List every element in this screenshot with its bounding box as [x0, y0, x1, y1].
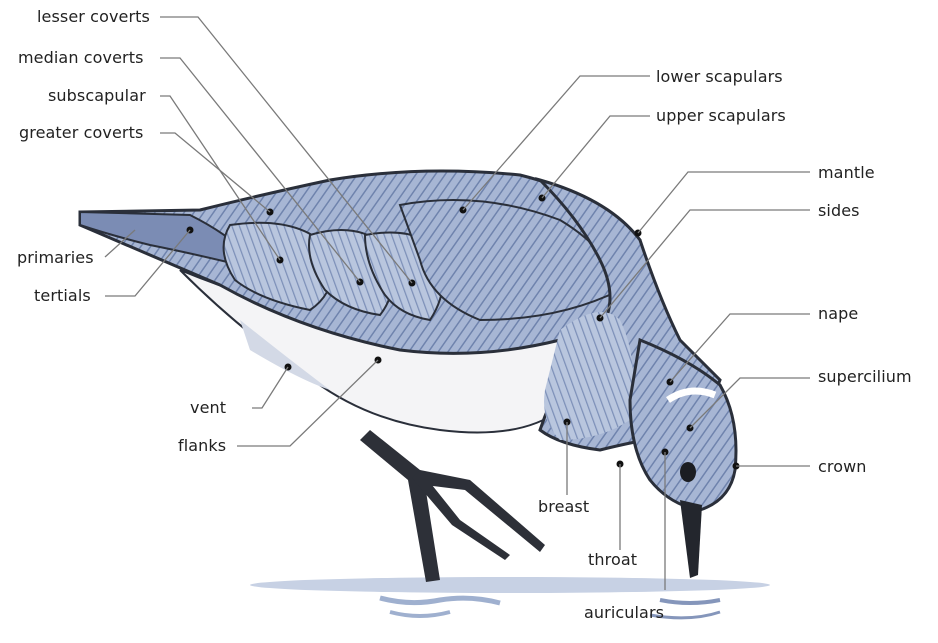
- label-auriculars: auriculars: [584, 604, 664, 622]
- label-lesser-coverts: lesser coverts: [37, 8, 150, 26]
- label-throat: throat: [588, 551, 637, 569]
- head: [630, 340, 736, 510]
- label-nape: nape: [818, 305, 858, 323]
- label-flanks: flanks: [178, 437, 226, 455]
- label-median-coverts: median coverts: [18, 49, 144, 67]
- label-tertials: tertials: [34, 287, 91, 305]
- label-sides: sides: [818, 202, 860, 220]
- legs: [360, 430, 545, 582]
- label-mantle: mantle: [818, 164, 875, 182]
- water-surface: [250, 577, 770, 618]
- label-lower-scapulars: lower scapulars: [656, 68, 783, 86]
- label-primaries: primaries: [17, 249, 94, 267]
- eye: [680, 462, 696, 482]
- label-subscapular: subscapular: [48, 87, 146, 105]
- label-vent: vent: [190, 399, 226, 417]
- label-breast: breast: [538, 498, 589, 516]
- label-supercilium: supercilium: [818, 368, 912, 386]
- label-crown: crown: [818, 458, 867, 476]
- label-upper-scapulars: upper scapulars: [656, 107, 786, 125]
- label-greater-coverts: greater coverts: [19, 124, 143, 142]
- bill: [680, 500, 702, 578]
